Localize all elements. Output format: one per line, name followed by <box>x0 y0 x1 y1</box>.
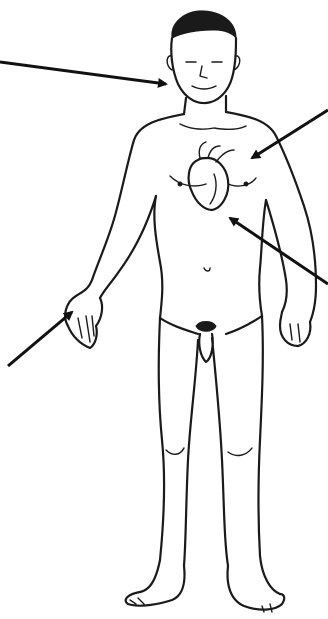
pubic-hair <box>196 322 216 332</box>
right-leg-outer <box>140 318 164 592</box>
right-leg-inner <box>184 340 198 566</box>
heart <box>189 142 234 210</box>
mouth <box>192 86 216 89</box>
head-outline <box>171 38 236 103</box>
torso-left-side <box>259 200 266 316</box>
left-fingers <box>290 324 300 342</box>
right-arm-inner <box>100 196 156 298</box>
genitals <box>199 334 213 362</box>
heart-vessels <box>199 142 234 204</box>
right-hand <box>65 296 102 348</box>
right-toes <box>130 598 144 604</box>
left-hand <box>280 312 310 346</box>
right-arm-outline <box>76 114 184 296</box>
left-leg-inner <box>212 338 228 566</box>
human-figure <box>65 11 316 612</box>
pectoral-line <box>170 176 256 186</box>
right-foot <box>126 566 185 606</box>
right-fingers <box>78 316 94 342</box>
arrow-to-chest <box>252 110 328 158</box>
left-foot <box>228 566 285 610</box>
hair <box>172 11 236 38</box>
torso-right-side <box>154 196 162 318</box>
arrow-to-neck <box>0 62 166 84</box>
right-knee <box>166 448 184 454</box>
collarbone <box>180 124 246 129</box>
arrow-to-wrist <box>8 312 72 366</box>
left-nipple <box>244 182 248 186</box>
left-leg-outer <box>259 316 281 594</box>
left-arm-inner <box>266 200 287 312</box>
right-nipple <box>178 182 182 186</box>
nose <box>200 66 207 78</box>
neck-right <box>184 98 186 114</box>
heart-outline <box>189 158 229 210</box>
left-toes <box>262 604 272 612</box>
left-knee <box>228 448 252 455</box>
navel <box>204 268 210 271</box>
